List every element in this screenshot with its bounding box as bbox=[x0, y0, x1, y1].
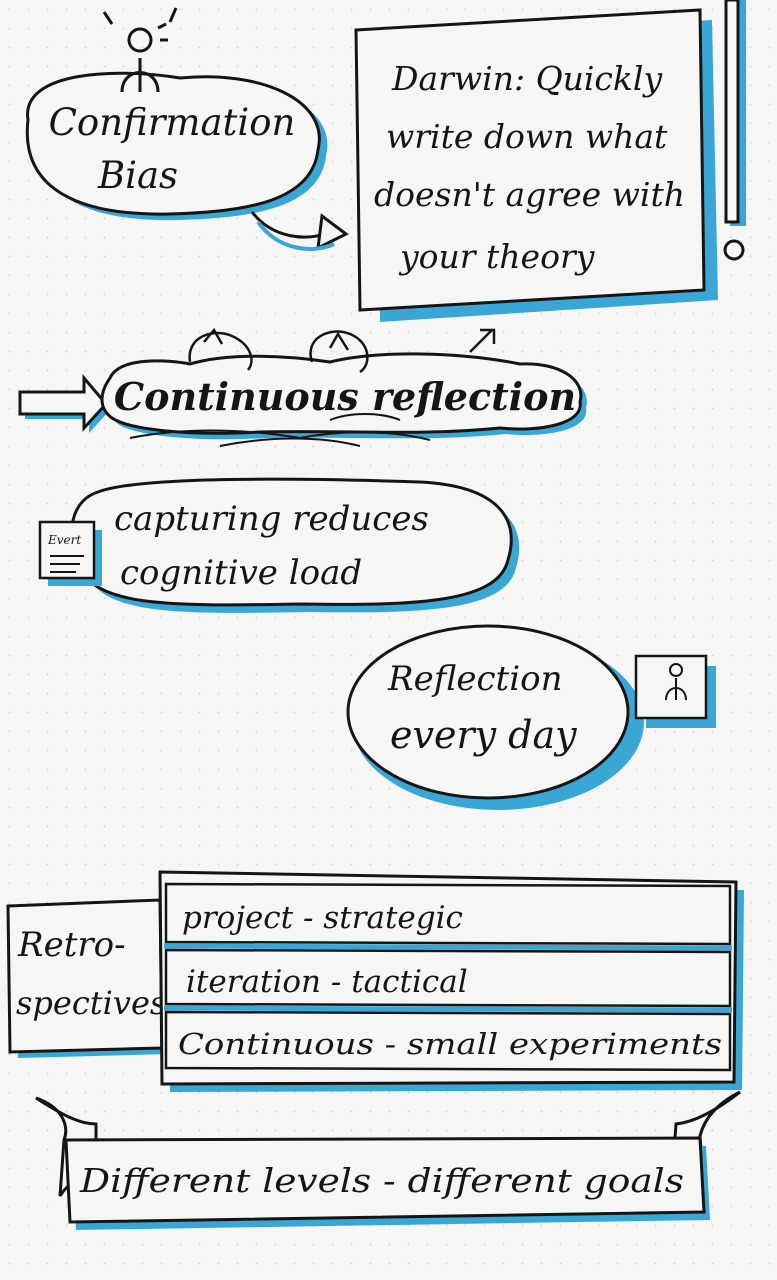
retrospectives-label-line1: Retro- bbox=[17, 925, 126, 965]
note-card-label: Evert bbox=[47, 533, 81, 547]
confirmation-bias-line1: Confirmation bbox=[49, 101, 296, 144]
retrospective-row-iteration: iteration - tactical bbox=[186, 964, 468, 1000]
daily-reflection-group: Reflection every day bbox=[346, 624, 716, 810]
daily-reflection-cloud bbox=[346, 624, 630, 800]
capturing-line1: capturing reduces bbox=[114, 499, 429, 539]
confirmation-bias-cloud bbox=[25, 71, 321, 216]
exclamation-icon bbox=[723, 0, 746, 261]
note-card-icon bbox=[38, 520, 102, 586]
retrospectives-table bbox=[158, 870, 738, 1086]
banner-group: Different levels - different goals bbox=[35, 1090, 741, 1230]
retrospective-row: project - strategic bbox=[164, 882, 732, 946]
darwin-note-line1: Darwin: Quickly bbox=[391, 59, 662, 98]
retrospective-row-project: project - strategic bbox=[182, 900, 463, 936]
cycle-arrows-icon bbox=[188, 327, 496, 374]
arrow-right-icon bbox=[18, 373, 108, 432]
banner-ribbon bbox=[64, 1136, 706, 1224]
retrospective-row: Continuous - small experiments bbox=[164, 1010, 732, 1072]
daily-reflection-line1: Reflection bbox=[387, 659, 562, 699]
capturing-line2: cognitive load bbox=[120, 553, 362, 593]
confirmation-bias-line2: Bias bbox=[97, 154, 178, 197]
daily-reflection-line2: every day bbox=[390, 713, 577, 757]
arrow-to-darwin-icon bbox=[250, 211, 349, 251]
continuous-reflection-label: Continuous reflection bbox=[114, 374, 576, 419]
retrospectives-label-box bbox=[6, 898, 164, 1054]
darwin-note-line3: doesn't agree with bbox=[374, 175, 685, 214]
darwin-note-line2: write down what bbox=[386, 117, 668, 156]
confirmation-bias-group: Confirmation Bias bbox=[25, 7, 328, 221]
reflection-waves-icon bbox=[129, 413, 431, 447]
banner-text: Different levels - different goals bbox=[79, 1161, 684, 1200]
retrospective-row: iteration - tactical bbox=[164, 948, 732, 1008]
darwin-note-card bbox=[354, 8, 706, 312]
person-icon bbox=[102, 7, 178, 93]
framed-person-icon bbox=[634, 654, 716, 728]
retrospectives-group: Retro- spectives project - strategic ite… bbox=[6, 870, 744, 1092]
darwin-note-group: Darwin: Quickly write down what doesn't … bbox=[354, 0, 746, 322]
retrospective-row-continuous: Continuous - small experiments bbox=[178, 1027, 722, 1061]
retrospectives-label-line2: spectives bbox=[16, 984, 166, 1022]
darwin-note-line4: your theory bbox=[398, 237, 595, 276]
capturing-group: Evert capturing reduces cognitive load bbox=[38, 477, 520, 613]
continuous-reflection-group: Continuous reflection bbox=[18, 327, 587, 447]
